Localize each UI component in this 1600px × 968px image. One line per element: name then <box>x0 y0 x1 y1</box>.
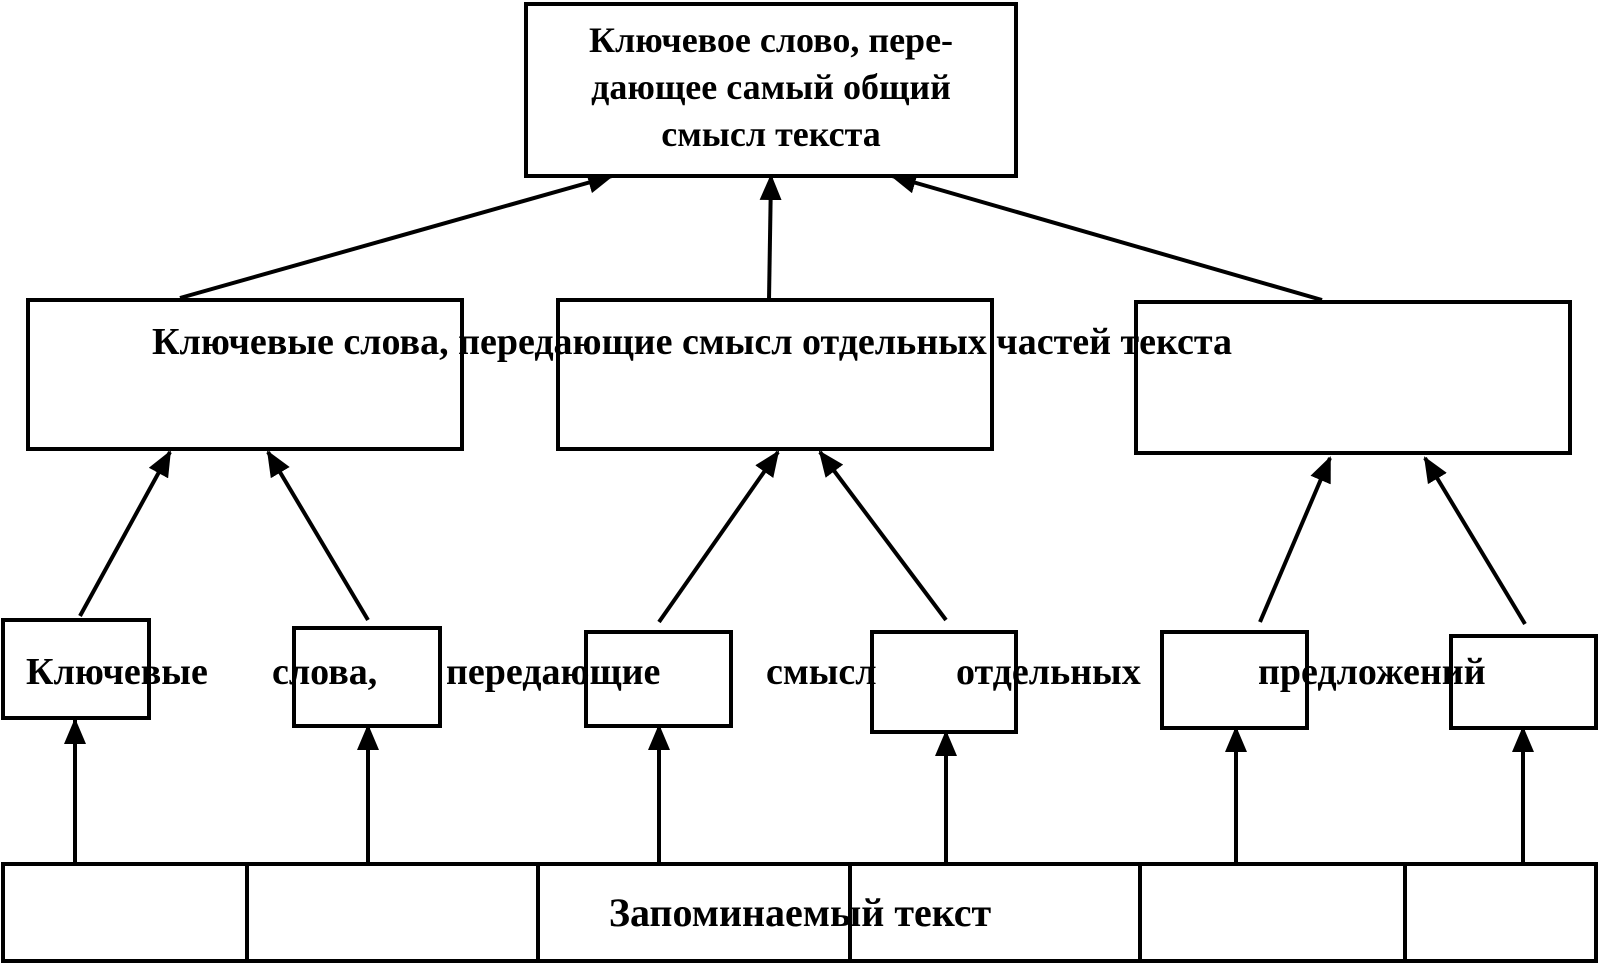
arrows-parts-to-main <box>179 171 1323 302</box>
sentence-box-5 <box>1160 630 1309 730</box>
part-keyword-boxes: Ключевые слова, передающие смысл отдельн… <box>26 298 1572 455</box>
sentence-keyword-boxes: Ключевые слова, передающие смысл отдельн… <box>1 618 1598 734</box>
sentence-label-word: передающие <box>446 651 660 693</box>
sentence-label-word: слова, <box>272 651 377 693</box>
main-keyword-line-1: Ключевое слово, пере- <box>589 20 953 60</box>
sentence-label-word: отдельных <box>956 651 1141 693</box>
memorized-text-row: Запоминаемый текст <box>1 862 1598 963</box>
sentence-box-6 <box>1449 634 1598 730</box>
arrows-sentences-to-parts <box>78 450 1527 626</box>
text-segment-4 <box>848 862 1142 963</box>
part-box-2 <box>556 298 994 451</box>
arrow-up <box>818 450 948 622</box>
text-segment-1 <box>1 862 249 963</box>
sentence-box-4 <box>870 630 1018 734</box>
text-segment-5 <box>1138 862 1407 963</box>
part-box-1 <box>26 298 464 451</box>
main-keyword-box: Ключевое слово, пере- дающее самый общий… <box>524 2 1018 178</box>
arrow-up <box>1258 456 1332 623</box>
arrow-up <box>1423 456 1527 626</box>
arrow-up <box>179 171 614 300</box>
arrows-text-to-sentences <box>64 718 1534 862</box>
sentence-box-2 <box>292 626 442 728</box>
text-segment-3 <box>536 862 852 963</box>
main-keyword-line-2: дающее самый общий <box>591 67 951 107</box>
arrow-up <box>759 174 782 301</box>
sentence-label-word: смысл <box>766 651 877 693</box>
arrow-up <box>78 450 172 617</box>
sentence-box-3 <box>584 630 733 728</box>
main-keyword-line-3: смысл текста <box>661 114 880 154</box>
arrow-up <box>890 172 1323 302</box>
memorized-text-label: Запоминаемый текст <box>609 890 992 935</box>
arrow-up <box>657 450 780 624</box>
arrow-up <box>266 450 370 622</box>
part-box-3 <box>1134 300 1572 455</box>
main-keyword-rect <box>524 2 1018 178</box>
sentence-label-word: Ключевые <box>26 651 208 693</box>
sentence-label-word: предложений <box>1258 651 1486 693</box>
text-segment-2 <box>245 862 540 963</box>
text-segment-6 <box>1403 862 1598 963</box>
sentence-box-1 <box>1 618 151 720</box>
parts-keywords-label: Ключевые слова, передающие смысл отдельн… <box>152 321 1232 363</box>
